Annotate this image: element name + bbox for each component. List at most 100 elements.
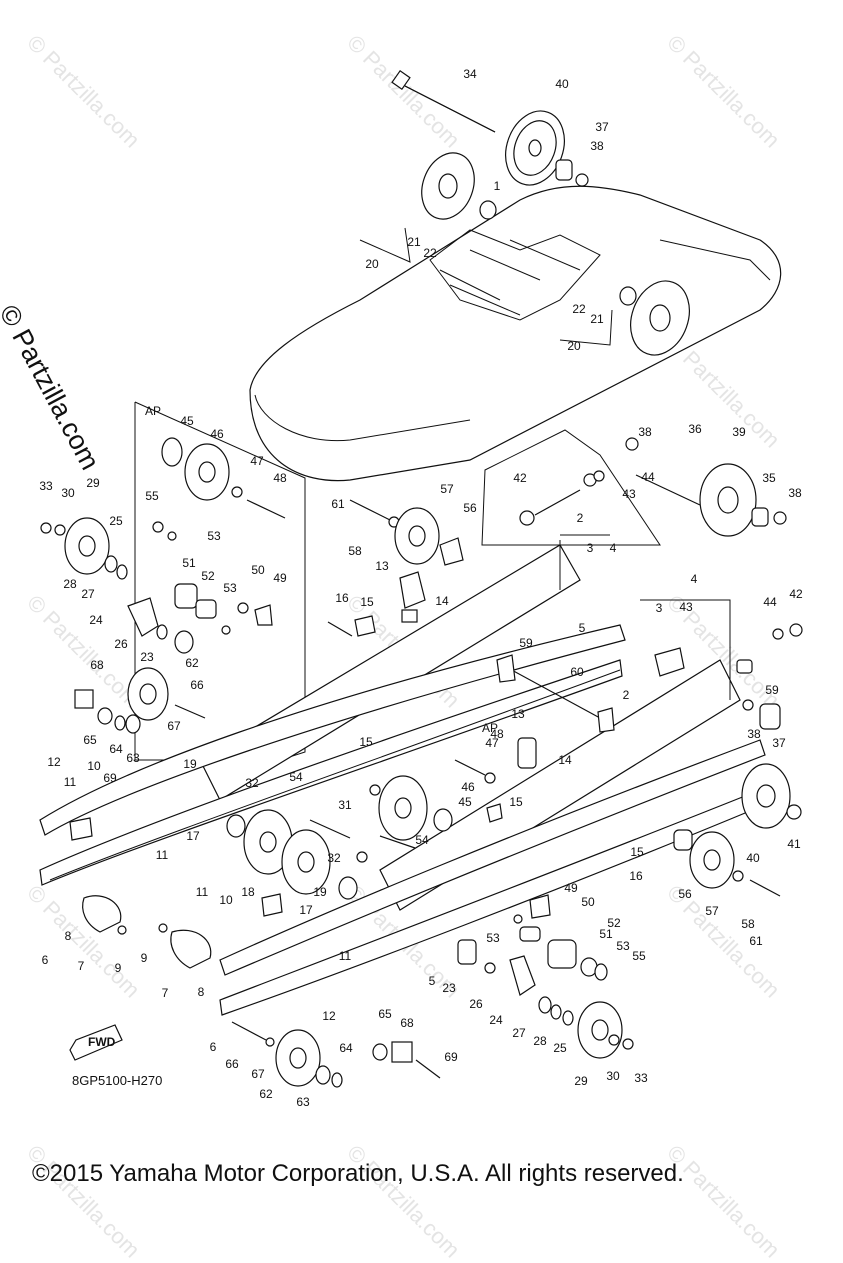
callout-12: 12	[47, 755, 61, 769]
callout-30: 30	[61, 486, 75, 500]
callout-52: 52	[607, 916, 621, 930]
track-belt	[249, 185, 782, 482]
callout-28: 28	[533, 1034, 547, 1048]
callout-44: 44	[641, 470, 655, 484]
cross-shaft-60	[496, 654, 615, 733]
callout-4: 4	[691, 572, 698, 586]
callout-29: 29	[574, 1074, 588, 1088]
callout-35: 35	[762, 471, 776, 485]
callout-15: 15	[359, 735, 373, 749]
callout-25: 25	[553, 1041, 567, 1055]
callout-42: 42	[789, 587, 803, 601]
center-upper-group	[327, 429, 661, 637]
callout-23: 23	[442, 981, 456, 995]
callout-44: 44	[763, 595, 777, 609]
callout-24: 24	[89, 613, 103, 627]
callout-5: 5	[579, 621, 586, 635]
callout-53: 53	[207, 529, 221, 543]
callout-57: 57	[440, 482, 454, 496]
callout-39: 39	[732, 425, 746, 439]
washer-38	[575, 173, 589, 187]
callout-68: 68	[90, 658, 104, 672]
wheel-20-right	[619, 280, 690, 356]
copyright-notice: ©2015 Yamaha Motor Corporation, U.S.A. A…	[32, 1160, 684, 1187]
callout-16: 16	[629, 869, 643, 883]
callout-61: 61	[331, 497, 345, 511]
callout-50: 50	[581, 895, 595, 909]
callout-17: 17	[186, 829, 200, 843]
callout-27: 27	[81, 587, 95, 601]
callout-38: 38	[788, 486, 802, 500]
callout-54: 54	[415, 833, 429, 847]
callout-4: 4	[610, 541, 617, 555]
callout-47: 47	[485, 736, 499, 750]
ap-label: AP	[482, 721, 498, 735]
callout-15: 15	[360, 595, 374, 609]
callout-62: 62	[185, 656, 199, 670]
callout-9: 9	[115, 961, 122, 975]
callout-7: 7	[78, 959, 85, 973]
callout-37: 37	[772, 736, 786, 750]
callout-11: 11	[156, 848, 169, 862]
callout-30: 30	[606, 1069, 620, 1083]
callout-22: 22	[423, 246, 437, 260]
callout-13: 13	[511, 707, 525, 721]
slide-rail-right	[219, 659, 766, 1016]
callout-40: 40	[746, 851, 760, 865]
callout-14: 14	[435, 594, 449, 608]
callout-49: 49	[273, 571, 287, 585]
callout-63: 63	[296, 1095, 310, 1109]
callout-32: 32	[327, 851, 341, 865]
callout-46: 46	[210, 427, 224, 441]
callout-69: 69	[103, 771, 117, 785]
callout-63: 63	[126, 751, 140, 765]
callout-60: 60	[570, 665, 584, 679]
callout-19: 19	[313, 885, 327, 899]
callout-21: 21	[590, 312, 604, 326]
callout-33: 33	[39, 479, 53, 493]
callout-9: 9	[141, 951, 148, 965]
callout-18: 18	[241, 885, 255, 899]
callout-54: 54	[289, 770, 303, 784]
callout-65: 65	[378, 1007, 392, 1021]
callout-36: 36	[688, 422, 702, 436]
shaft-34	[391, 69, 496, 133]
exploded-parts-diagram: FWD AP AP 344037381212220222120454647483…	[39, 67, 803, 1109]
callout-6: 6	[210, 1040, 217, 1054]
callout-26: 26	[469, 997, 483, 1011]
callout-28: 28	[63, 577, 77, 591]
callout-64: 64	[109, 742, 123, 756]
callout-53: 53	[616, 939, 630, 953]
callout-34: 34	[463, 67, 477, 81]
callout-56: 56	[463, 501, 477, 515]
callout-2: 2	[623, 688, 630, 702]
callout-2: 2	[577, 511, 584, 525]
fwd-arrow-icon: FWD	[69, 1024, 123, 1061]
callout-51: 51	[182, 556, 196, 570]
callout-26: 26	[114, 637, 128, 651]
callout-29: 29	[86, 476, 100, 490]
svg-text:FWD: FWD	[88, 1035, 116, 1049]
callout-8: 8	[198, 985, 205, 999]
callout-16: 16	[335, 591, 349, 605]
callout-19: 19	[183, 757, 197, 771]
callout-64: 64	[339, 1041, 353, 1055]
callout-43: 43	[622, 487, 636, 501]
callout-51: 51	[599, 927, 613, 941]
callout-55: 55	[145, 489, 159, 503]
callout-33: 33	[634, 1071, 648, 1085]
callout-61: 61	[749, 934, 763, 948]
wheel-20	[421, 152, 497, 220]
callout-52: 52	[201, 569, 215, 583]
callout-65: 65	[83, 733, 97, 747]
callout-38: 38	[590, 139, 604, 153]
bushing-37	[555, 159, 573, 181]
slide-rail-left	[39, 544, 626, 886]
callout-40: 40	[555, 77, 569, 91]
group-leader-lines	[359, 227, 731, 700]
wheel-40	[505, 110, 565, 186]
callout-45: 45	[180, 414, 194, 428]
callout-1: 1	[494, 179, 501, 193]
callout-23: 23	[140, 650, 154, 664]
